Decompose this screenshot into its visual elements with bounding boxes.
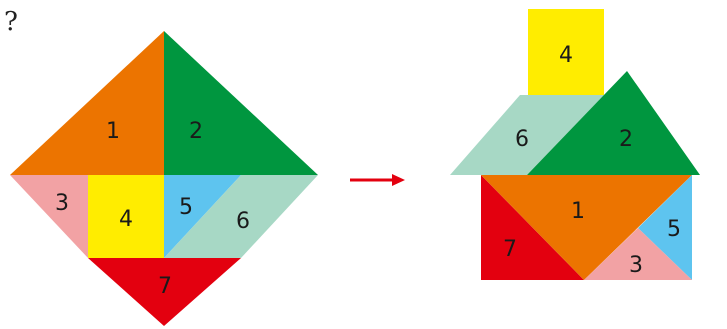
piece-3-shape [584, 228, 692, 280]
tangram-house: 4 6 2 7 1 5 3 [450, 9, 700, 280]
piece-5-label: 5 [179, 195, 193, 220]
piece-4-label: 4 [559, 43, 573, 68]
piece-5-shape [638, 175, 692, 280]
question-mark: ? [4, 7, 18, 37]
piece-2-label: 2 [189, 119, 203, 144]
piece-7-shape [88, 258, 241, 326]
piece-6-label: 6 [515, 127, 529, 152]
arrow-head [392, 174, 405, 186]
piece-4-shape [528, 9, 604, 95]
piece-3-label: 3 [629, 253, 643, 278]
piece-7-label: 7 [503, 237, 517, 262]
piece-2-shape [164, 31, 318, 175]
transform-arrow [350, 174, 405, 186]
piece-2-shape [527, 71, 700, 175]
tangram-square: 1 2 3 4 5 6 7 [10, 31, 318, 326]
piece-1-label: 1 [571, 199, 585, 224]
piece-4-label: 4 [119, 207, 133, 232]
piece-6-shape [164, 175, 318, 258]
piece-7-label: 7 [158, 274, 172, 299]
piece-3-label: 3 [55, 191, 69, 216]
piece-2-label: 2 [619, 127, 633, 152]
piece-5-label: 5 [667, 217, 681, 242]
piece-6-label: 6 [236, 209, 250, 234]
piece-3-shape [10, 175, 88, 258]
piece-1-shape [481, 175, 692, 280]
piece-1-shape [10, 31, 164, 175]
piece-1-label: 1 [106, 119, 120, 144]
piece-6-shape [450, 95, 604, 175]
piece-4-shape [88, 175, 164, 258]
